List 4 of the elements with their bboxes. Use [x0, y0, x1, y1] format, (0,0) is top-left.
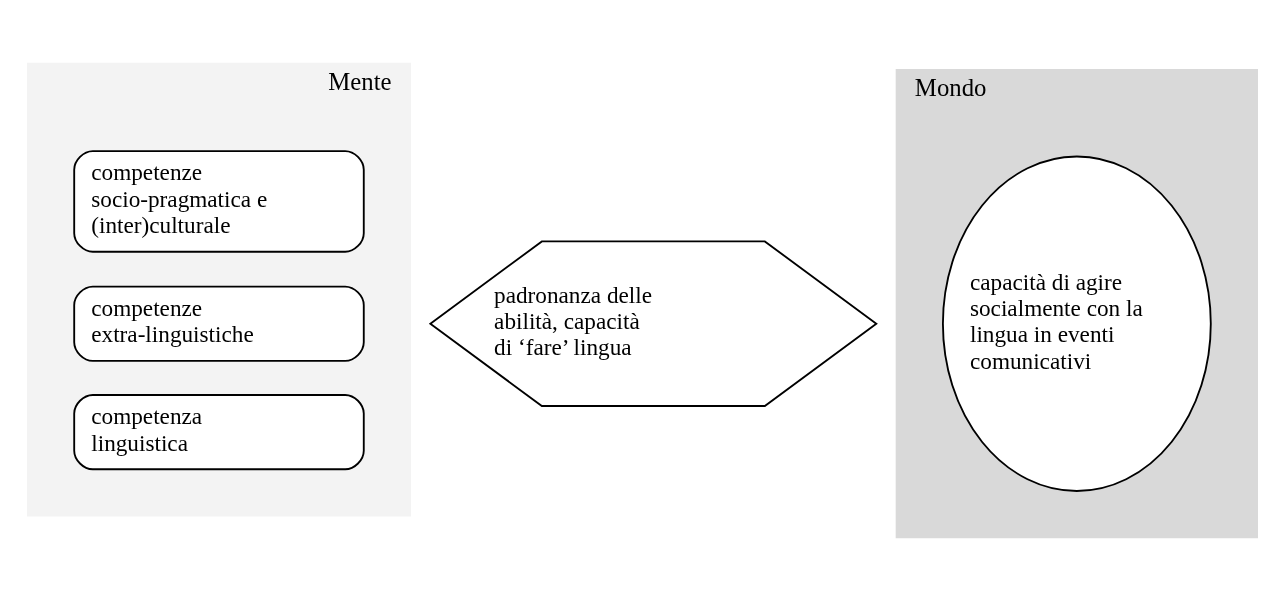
node-box: competenze socio-pragmatica e (inter)culturale	[73, 150, 365, 253]
node-box: competenze extra-linguistiche	[73, 285, 365, 362]
node-box: competenza linguistica	[73, 394, 365, 471]
node-ellipse: capacità di agire socialmente con la lingua in eventi comunicativi	[942, 155, 1212, 492]
